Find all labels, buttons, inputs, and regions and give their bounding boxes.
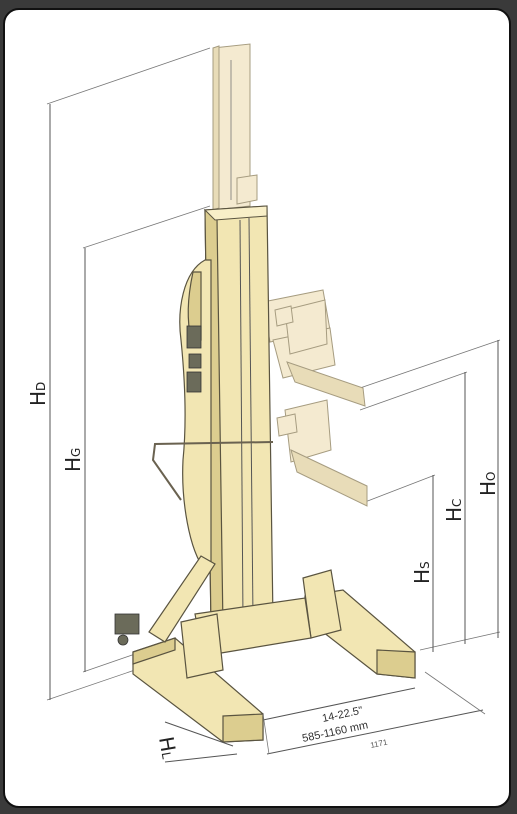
label-hd: HD bbox=[26, 382, 50, 406]
label-hs: HS bbox=[410, 561, 434, 584]
diagram-frame: HD HG HO HC HS HL 14-22.5" 585-1160 mm 1… bbox=[3, 8, 511, 808]
label-hg: HG bbox=[61, 448, 85, 472]
lower-fork bbox=[151, 399, 368, 507]
raised-column-ghost bbox=[212, 43, 258, 211]
dimension-lines-right bbox=[359, 339, 501, 652]
label-hc: HC bbox=[442, 499, 466, 522]
width-range-mm: 585-1160 mm bbox=[301, 719, 369, 745]
raised-fork-ghost bbox=[262, 289, 366, 407]
label-hl: HL bbox=[154, 735, 181, 761]
overall-width: 1171 bbox=[370, 737, 389, 749]
width-dimensions bbox=[164, 671, 486, 763]
main-column bbox=[179, 205, 274, 629]
mobile-column-lift-diagram: HD HG HO HC HS HL 14-22.5" 585-1160 mm 1… bbox=[26, 43, 501, 763]
dimension-lines-left bbox=[46, 47, 211, 701]
base-legs bbox=[114, 555, 416, 743]
label-ho: HO bbox=[476, 472, 500, 497]
